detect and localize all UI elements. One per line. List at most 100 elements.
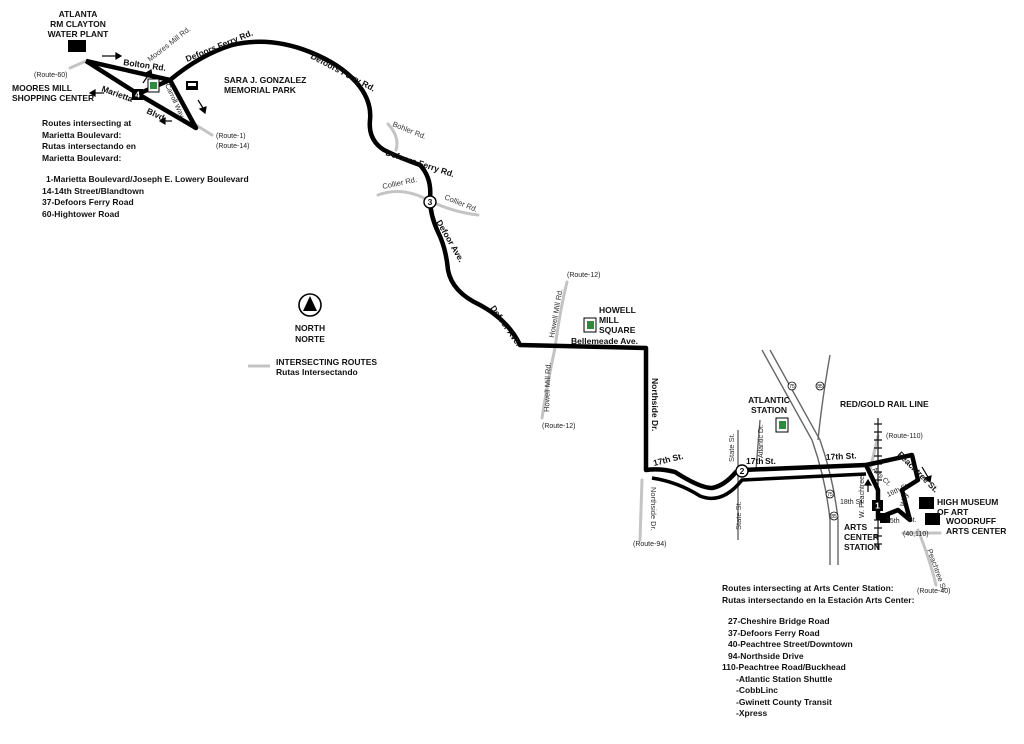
landmark-labels: ATLANTA RM CLAYTON WATER PLANT MOORES MI… xyxy=(12,9,1006,552)
arts-heading-1: Routes intersecting at Arts Center Stati… xyxy=(722,583,894,593)
seventeenth-parallel xyxy=(651,472,867,501)
norte-label: NORTE xyxy=(295,334,325,344)
woodruff-block xyxy=(925,513,940,525)
marker-2: 2 xyxy=(735,464,749,478)
i75-85-west xyxy=(761,349,831,565)
howell-mill-sq-line-3: SQUARE xyxy=(599,325,636,335)
howell-mill-rd-label-2: Howell Mill Rd. xyxy=(542,362,553,412)
arts-route-xpress: -Xpress xyxy=(736,708,768,718)
north-arrow-icon xyxy=(298,293,322,317)
northside-dr-label-1: Northside Dr. xyxy=(650,378,660,431)
route-60-line xyxy=(68,59,88,70)
landmark-blocks xyxy=(68,40,940,525)
arts-route-gwinett: -Gwinett County Transit xyxy=(736,696,832,707)
st-abbrev-label: St. xyxy=(908,517,917,524)
svg-text:2: 2 xyxy=(740,466,745,476)
north-label: NORTH xyxy=(295,323,325,333)
water-plant-line-3: WATER PLANT xyxy=(48,29,110,39)
way-label: Way xyxy=(899,492,910,508)
peachtree-st-label-2: Peachtree St. xyxy=(925,548,949,594)
route-12-bottom-ref: (Route-12) xyxy=(542,423,575,430)
legend: NORTH NORTE INTERSECTING ROUTES Rutas In… xyxy=(248,293,377,377)
route-110-ref: (Route-110) xyxy=(886,433,923,440)
sara-park-line-2: MEMORIAL PARK xyxy=(224,85,297,95)
water-plant-block xyxy=(68,40,86,52)
intersecting-es-label: Rutas Intersectando xyxy=(276,367,358,377)
interstate-shields: 75 85 75 85 xyxy=(787,381,839,521)
atlantic-dr-line xyxy=(755,419,761,471)
defoors-ferry-label-1: Defoors Ferry Rd. xyxy=(184,28,254,64)
park-icon-3 xyxy=(775,417,789,433)
marietta-heading-1: Routes intersecting at xyxy=(42,118,132,128)
marker-1: 1 xyxy=(872,500,883,511)
marietta-routes-box: Routes intersecting at Marietta Boulevar… xyxy=(42,118,249,220)
main-route xyxy=(84,39,921,523)
bohler-rd-line xyxy=(386,122,399,152)
i85-upper xyxy=(817,354,831,441)
i85-shield-low: 85 xyxy=(829,511,839,521)
bus-icon xyxy=(186,81,198,90)
arts-route-27: 27-Cheshire Bridge Road xyxy=(728,616,830,626)
svg-text:3: 3 xyxy=(428,197,433,207)
marietta-route-37: 37-Defoors Ferry Road xyxy=(42,197,134,207)
bolton-loop xyxy=(85,58,171,83)
arts-route-94: 94-Northside Drive xyxy=(728,650,804,661)
park-icons xyxy=(147,78,789,433)
arts-route-40: 40-Peachtree Street/Downtown xyxy=(728,639,853,649)
i75-85-east xyxy=(769,349,839,565)
seventeenth-st-label-4: 17th St. xyxy=(826,450,857,462)
arts-center-line-1: ARTS xyxy=(844,522,867,532)
route-14-ref: (Route-14) xyxy=(216,143,249,150)
high-museum-block xyxy=(919,497,934,509)
route-40-110-ref: (40,110) xyxy=(903,531,929,538)
marietta-heading-2: Marietta Boulevard: xyxy=(42,129,122,140)
northside-dr-label-2: Northside Dr. xyxy=(649,487,658,531)
defoor-ave-label-2: Defoor Ave. xyxy=(488,303,523,347)
water-plant-line-1: ATLANTA xyxy=(59,9,98,19)
svg-text:1: 1 xyxy=(875,501,880,511)
arts-route-cobblinc: -CobbLinc xyxy=(736,685,779,695)
arts-route-37: 37-Defoors Ferry Road xyxy=(728,627,820,638)
peachtree-st-lower xyxy=(916,528,938,587)
howell-mill-sq-line-2: MILL xyxy=(599,315,619,325)
atlantic-dr-label: Atlantic Dr. xyxy=(758,424,765,458)
marietta-route-14: 14-14th Street/Blandtown xyxy=(42,185,145,196)
route-1-line xyxy=(194,123,214,137)
arrow-5 xyxy=(142,73,150,84)
state-st-label-2: State St. xyxy=(734,501,743,530)
atlantic-station-line-2: STATION xyxy=(751,405,787,415)
arts-route-shuttle: -Atlantic Station Shuttle xyxy=(736,673,833,684)
marietta-route-1: 1-Marietta Boulevard/Joseph E. Lowery Bo… xyxy=(46,174,249,184)
bellemeade-ave-label: Bellemeade Ave. xyxy=(571,336,638,346)
marietta-heading-4: Marietta Boulevard: xyxy=(42,152,122,163)
park-icon-2 xyxy=(583,317,597,333)
park-icon-1 xyxy=(147,78,160,93)
direction-arrows xyxy=(88,51,932,492)
arrow-4 xyxy=(197,99,204,109)
moores-mill-line-2: SHOPPING CENTER xyxy=(12,93,94,103)
arts-route-110: 110-Peachtree Road/Buckhead xyxy=(722,662,846,672)
fifteenth-label: 15th xyxy=(886,518,900,525)
defoors-ferry-label-2: Defoors Ferry Rd. xyxy=(309,51,377,94)
northside-dr-lower xyxy=(638,478,644,542)
howell-mill-sq-line-1: HOWELL xyxy=(599,305,636,315)
collier-rd-label-1: Collier Rd. xyxy=(382,175,418,191)
rail-station-block xyxy=(880,513,890,523)
sara-park-line-1: SARA J. GONZALEZ xyxy=(224,75,306,85)
seventeenth-label: 17th xyxy=(746,456,763,466)
route-60-ref: (Route-60) xyxy=(34,72,67,79)
i85-shield-top: 85 xyxy=(815,381,825,391)
arts-center-line-3: STATION xyxy=(844,542,880,552)
marker-4: 4 xyxy=(132,89,143,100)
svg-text:4: 4 xyxy=(135,90,140,100)
high-museum-line-2: OF ART xyxy=(937,507,969,517)
route-refs: (Route-60) (Route-1) (Route-14) (Route-1… xyxy=(34,72,950,595)
marietta-heading-3: Rutas intersectando en xyxy=(42,141,136,151)
defoors-ferry-label-3: Defoors Ferry Rd. xyxy=(384,147,455,179)
woodruff-line-1: WOODRUFF xyxy=(946,516,996,526)
i75-shield-top: 75 xyxy=(787,381,797,391)
route-40-ref: (Route-40) xyxy=(917,588,950,595)
arts-center-routes-box: Routes intersecting at Arts Center Stati… xyxy=(722,583,914,720)
woodruff-line-2: ARTS CENTER xyxy=(946,526,1006,536)
